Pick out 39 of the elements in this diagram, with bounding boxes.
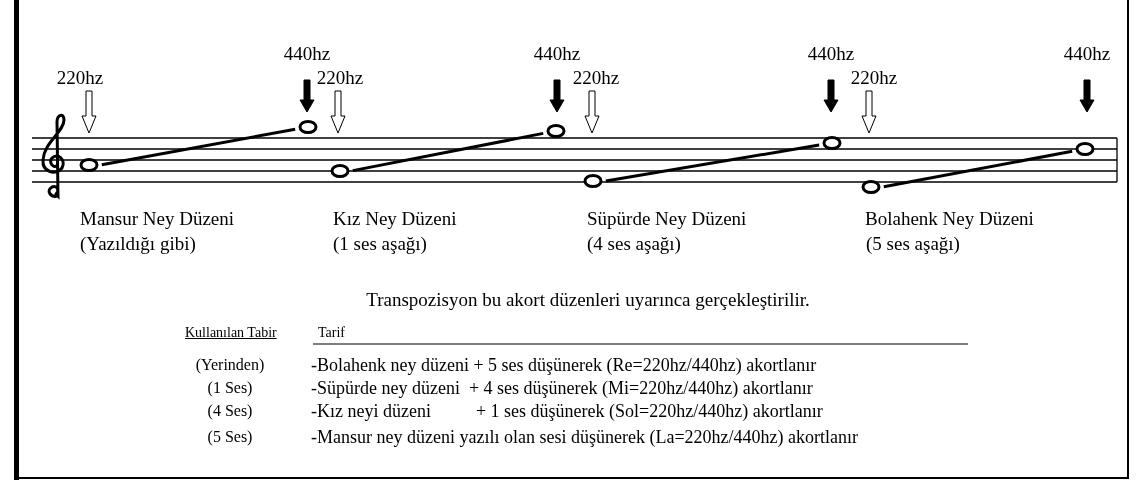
caption-text: Transpozisyon bu akort düzenleri uyarınca gerçekleştirilir.	[366, 290, 810, 309]
connector-line	[605, 143, 820, 183]
frequency-label: 220hz	[56, 68, 104, 87]
tuning-title: Süpürde Ney Düzeni	[587, 209, 747, 228]
tuning-note: (1 ses aşağı)	[333, 234, 427, 253]
table-cell: (Yerinden)	[195, 357, 265, 373]
table-cell: -Süpürde ney düzeni + 4 ses düşünerek (Mi=220hz/440hz) akortlanır	[311, 379, 813, 397]
whole-note	[822, 136, 842, 150]
frequency-label: 440hz	[533, 44, 581, 63]
tuning-title: Bolahenk Ney Düzeni	[865, 209, 1034, 228]
table-header: Tarif	[318, 326, 345, 340]
frequency-label: 220hz	[316, 68, 364, 87]
whole-note	[583, 174, 603, 188]
whole-note	[79, 158, 99, 172]
frequency-label: 440hz	[1063, 44, 1111, 63]
tuning-note: (5 ses aşağı)	[866, 234, 960, 253]
frequency-label: 440hz	[283, 44, 331, 63]
table-cell: -Mansur ney düzeni yazılı olan sesi düşünerek (La=220hz/440hz) akortlanır	[311, 428, 858, 446]
table-cell: (4 Ses)	[207, 403, 253, 419]
connector-line	[352, 131, 544, 173]
connector-line	[883, 149, 1073, 189]
whole-note	[298, 120, 318, 134]
frequency-label: 440hz	[807, 44, 855, 63]
table-cell: (1 Ses)	[207, 380, 253, 396]
connector-line	[101, 127, 296, 167]
tuning-note: (Yazıldığı gibi)	[80, 234, 196, 253]
frequency-label: 220hz	[572, 68, 620, 87]
whole-note	[546, 124, 566, 138]
tuning-note: (4 ses aşağı)	[587, 234, 681, 253]
whole-note	[330, 164, 350, 178]
tuning-title: Kız Ney Düzeni	[333, 209, 457, 228]
whole-note	[1075, 142, 1095, 156]
frequency-label: 220hz	[850, 68, 898, 87]
table-header: Kullanılan Tabir	[185, 326, 277, 340]
table-cell: -Kız neyi düzeni + 1 ses düşünerek (Sol=220hz/440hz) akortlanır	[311, 402, 823, 420]
table-cell: -Bolahenk ney düzeni + 5 ses düşünerek (Re=220hz/440hz) akortlanır	[311, 356, 817, 374]
whole-note	[861, 180, 881, 194]
tuning-title: Mansur Ney Düzeni	[80, 209, 235, 228]
table-cell: (5 Ses)	[207, 429, 253, 445]
